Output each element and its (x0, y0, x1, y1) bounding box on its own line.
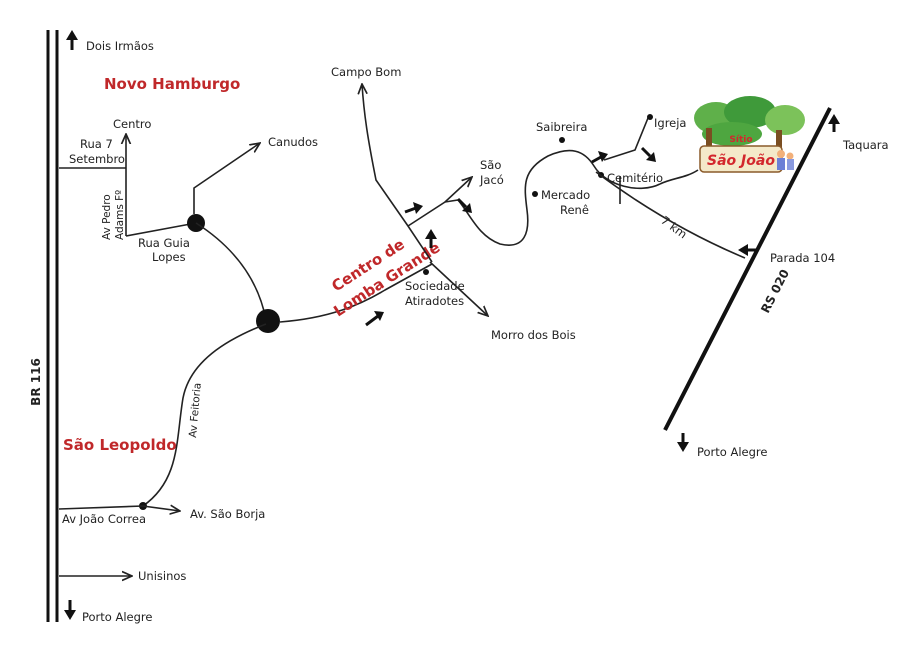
junction-main (256, 309, 280, 333)
label-sao-jaco-2: Jacó (479, 173, 504, 187)
label-av-feitoria: Av Feitoria (187, 382, 204, 438)
road-av-joao-correa (58, 506, 180, 511)
arrow-up-icon (66, 30, 78, 50)
label-av-joao-correa: Av João Correa (62, 512, 146, 526)
label-av-pedro-2: Adams Fº (114, 190, 126, 240)
label-av-sao-borja: Av. São Borja (190, 507, 265, 521)
logo-top-text: Sítio (729, 135, 752, 145)
rs020-label: RS 020 (758, 267, 792, 315)
road-igreja (603, 117, 649, 161)
label-rua7-1: Rua 7 (80, 137, 113, 151)
arrow-down-icon (677, 433, 689, 452)
br116-label: BR 116 (29, 358, 43, 406)
arrow-right-icon (591, 151, 608, 164)
label-rua-guia-1: Rua Guia (138, 236, 190, 250)
road-to-sitio (444, 149, 661, 246)
arrow-down-right-icon (640, 146, 656, 162)
sitio-sao-joao-logo: Sítio São João (659, 96, 805, 185)
label-mercado-2: Renê (560, 203, 589, 217)
label-saibreira: Saibreira (536, 120, 587, 134)
label-cemiterio: Cemitério (607, 171, 663, 185)
arrow-down-icon (64, 600, 76, 620)
label-taquara: Taquara (842, 138, 889, 152)
label-porto-alegre-left: Porto Alegre (82, 610, 152, 624)
road-to-main-junction (195, 222, 267, 321)
label-sociedade-2: Atiradotes (405, 294, 464, 308)
label-sociedade-1: Sociedade (405, 279, 465, 293)
logo-main-text: São João (707, 153, 775, 169)
road-to-lomba (279, 263, 433, 323)
road-av-feitoria (142, 323, 267, 507)
arrow-up-icon (828, 114, 840, 132)
label-sao-jaco-1: São (480, 158, 501, 172)
label-mercado-1: Mercado (541, 188, 590, 202)
label-morro-dos-bois: Morro dos Bois (491, 328, 576, 342)
label-dois-irmaos: Dois Irmãos (86, 39, 154, 53)
label-unisinos: Unisinos (138, 569, 186, 583)
point-mercado (532, 191, 538, 197)
road-to-parada (595, 171, 746, 259)
road-campo-bom (362, 84, 433, 263)
label-campo-bom: Campo Bom (331, 65, 401, 79)
point-sociedade (423, 269, 429, 275)
road-rua-guia (125, 222, 197, 237)
road-morro-dos-bois (429, 261, 488, 316)
arrow-down-right-icon (456, 197, 472, 213)
road-canudos (193, 143, 260, 214)
label-rua-guia-2: Lopes (152, 250, 186, 264)
point-igreja (647, 114, 653, 120)
arrow-direction-icon (365, 311, 384, 327)
label-distance: 7 km (658, 213, 690, 241)
label-rua7-2: Setembro (69, 152, 125, 166)
label-parada: Parada 104 (770, 251, 835, 265)
label-centro: Centro (113, 117, 151, 131)
arrow-up-icon (425, 229, 437, 248)
arrow-right-icon (404, 202, 423, 214)
city-novo-hamburgo: Novo Hamburgo (104, 75, 240, 93)
label-av-pedro-1: Av Pedro (101, 194, 113, 240)
point-saibreira (559, 137, 565, 143)
label-canudos: Canudos (268, 135, 318, 149)
label-igreja: Igreja (654, 116, 686, 130)
rs020-line (663, 107, 832, 431)
city-sao-leopoldo: São Leopoldo (63, 436, 177, 454)
label-porto-alegre-right: Porto Alegre (697, 445, 767, 459)
